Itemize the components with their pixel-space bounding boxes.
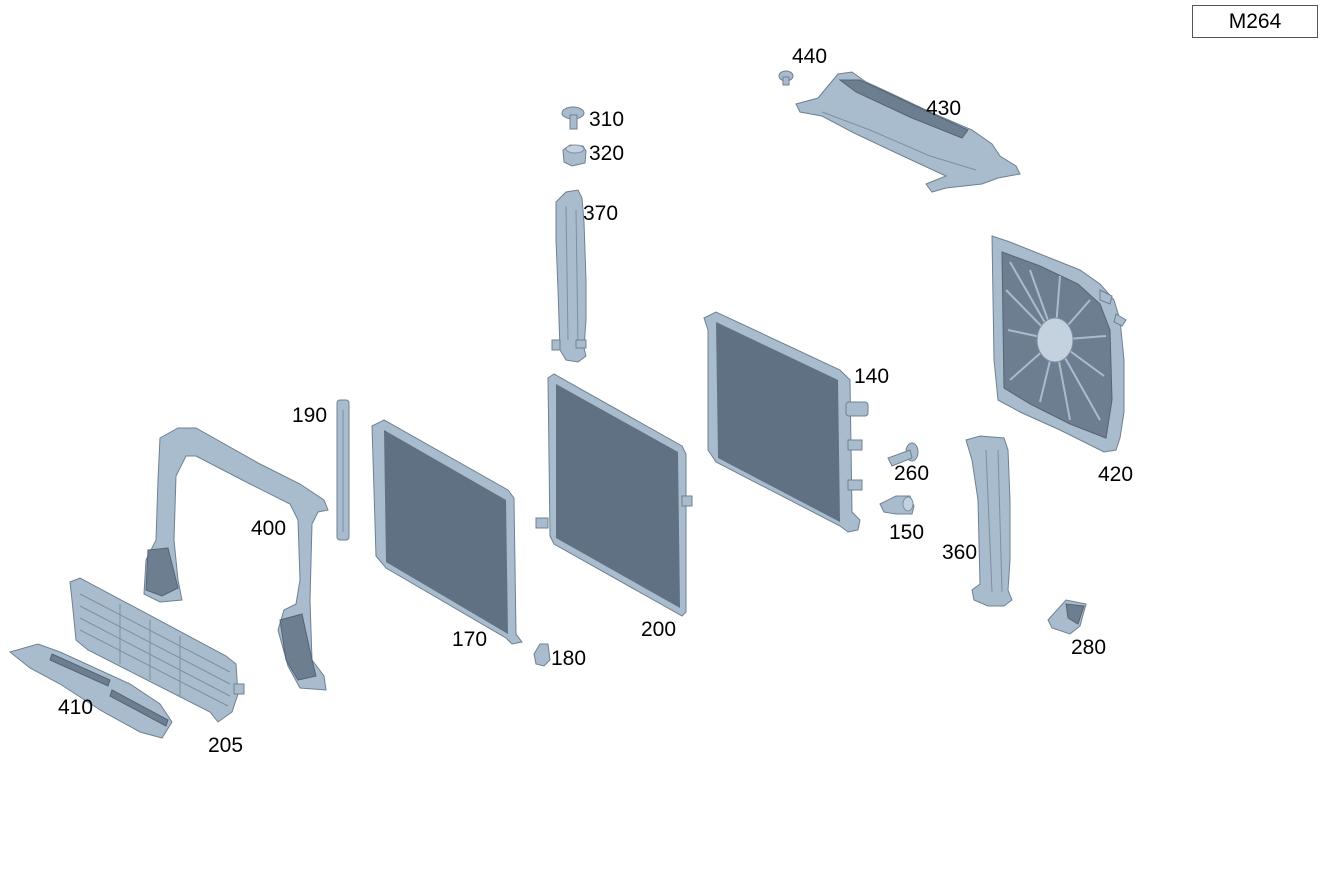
label-440: 440 [792,45,827,68]
label-410: 410 [58,696,93,719]
label-320: 320 [589,142,624,165]
label-360: 360 [942,541,977,564]
label-200: 200 [641,618,676,641]
part-320-grommet [562,144,587,167]
label-310: 310 [589,108,624,131]
part-310-cap [561,106,585,130]
label-420: 420 [1098,463,1133,486]
label-140: 140 [854,365,889,388]
part-370-side-bracket [551,189,587,363]
part-430-upper-duct [795,71,1021,193]
part-280-bracket [1047,599,1087,635]
label-150: 150 [889,521,924,544]
label-180: 180 [551,647,586,670]
part-360-side-bracket [965,435,1013,607]
label-190: 190 [292,404,327,427]
part-140-radiator [703,311,869,533]
label-170: 170 [452,628,487,651]
part-200-condenser [535,373,693,617]
part-260-pin [887,442,919,467]
part-190-tube [336,399,350,541]
label-205: 205 [208,734,243,757]
part-440-clip [778,70,794,86]
part-410-air-guide [8,643,173,739]
part-205-charge-air-cooler [69,577,245,723]
part-170-cooler [371,419,523,645]
part-150-connector [879,495,915,515]
label-400: 400 [251,517,286,540]
part-400-air-duct [143,427,329,691]
label-280: 280 [1071,636,1106,659]
part-180-plug [533,643,551,667]
label-370: 370 [583,202,618,225]
model-code-box: M264 [1192,5,1318,38]
part-420-fan-shroud [991,235,1127,453]
label-260: 260 [894,462,929,485]
label-430: 430 [926,97,961,120]
